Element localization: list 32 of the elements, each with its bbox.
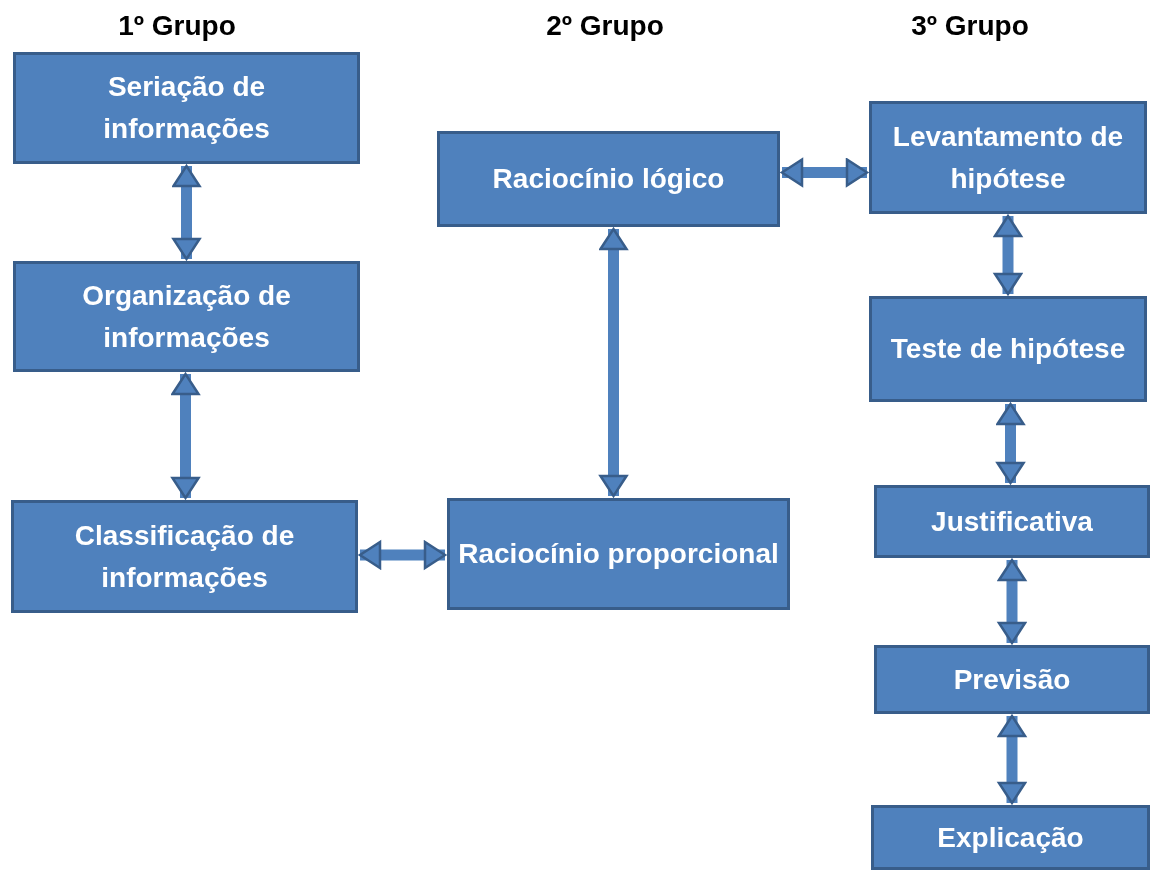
double-arrow bbox=[993, 214, 1023, 296]
double-arrow bbox=[780, 158, 869, 187]
process-box bbox=[437, 131, 780, 227]
box-label: Classificação de informações bbox=[73, 518, 296, 595]
double-arrow bbox=[172, 164, 201, 261]
double-arrow bbox=[171, 372, 200, 500]
box-label: Teste de hipótese bbox=[890, 332, 1126, 366]
process-box bbox=[447, 498, 790, 610]
box-label: Justificativa bbox=[931, 504, 1093, 539]
process-box bbox=[11, 500, 358, 613]
double-arrow bbox=[996, 402, 1025, 485]
box-label: Raciocínio lógico bbox=[492, 162, 725, 196]
group-heading: 2º Grupo bbox=[546, 10, 664, 42]
box-label: Organização de informações bbox=[81, 278, 292, 355]
double-arrow bbox=[599, 227, 628, 498]
double-arrow bbox=[358, 540, 447, 570]
double-arrow bbox=[997, 714, 1027, 805]
process-box bbox=[874, 485, 1150, 558]
process-box bbox=[869, 101, 1147, 214]
process-box bbox=[871, 805, 1150, 870]
box-label: Explicação bbox=[937, 820, 1084, 855]
box-label: Levantamento de hipótese bbox=[891, 119, 1125, 196]
box-label: Seriação de informações bbox=[102, 70, 271, 146]
box-label: Raciocínio proporcional bbox=[458, 537, 779, 571]
double-arrow bbox=[997, 558, 1027, 645]
process-box bbox=[869, 296, 1147, 402]
group-heading: 1º Grupo bbox=[118, 10, 236, 42]
process-box bbox=[874, 645, 1150, 714]
group-heading: 3º Grupo bbox=[911, 10, 1029, 42]
process-box bbox=[13, 261, 360, 372]
box-label: Previsão bbox=[953, 662, 1071, 697]
process-box bbox=[13, 52, 360, 164]
